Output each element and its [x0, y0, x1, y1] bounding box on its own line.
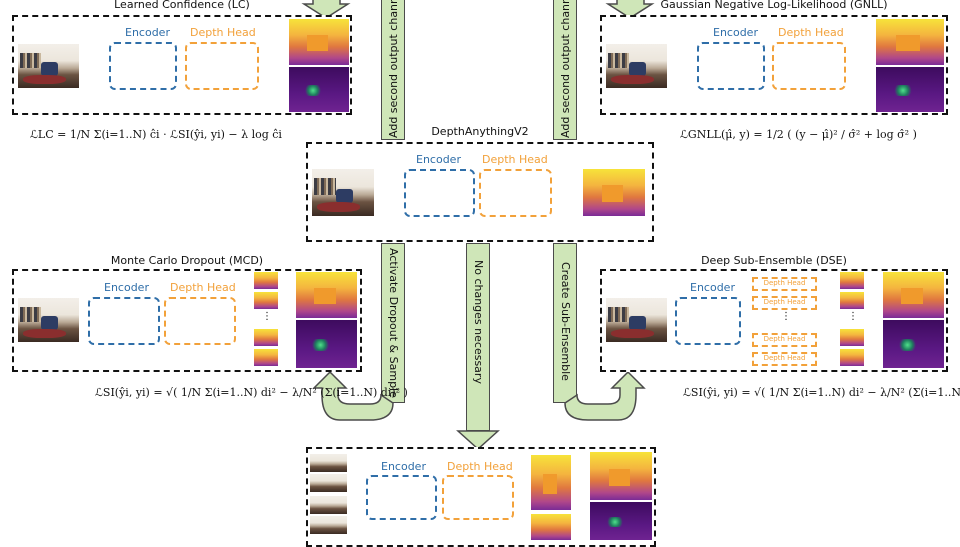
lc-encoder-label: Encoder	[125, 26, 170, 39]
lc-encoder-box	[109, 42, 177, 90]
dse-uncertainty-map	[883, 320, 944, 368]
arrow-no-changes-label: No changes necessary	[472, 260, 485, 384]
bottom-depth-map-1	[531, 455, 571, 510]
mcd-encoder-label: Encoder	[104, 281, 149, 294]
mcd-uncertainty-map	[296, 320, 357, 368]
mcd-loss-equation: ℒSI(ŷi, yi) = √( 1/N Σ(i=1..N) di² − λ/N…	[95, 386, 408, 399]
bottom-depth-map-2	[531, 514, 571, 540]
lc-confidence-map	[289, 67, 349, 112]
arrow-add-channel-right	[553, 0, 577, 140]
arrow-add-channel-left-label: Add second output channel	[387, 0, 400, 138]
bottom-encoder-label: Encoder	[381, 460, 426, 473]
center-depth-head-box	[479, 169, 552, 217]
dse-depth-head-4: Depth Head	[752, 352, 817, 366]
gnll-depth-head-label: Depth Head	[778, 26, 844, 39]
bottom-encoder-box	[366, 475, 437, 520]
center-encoder-box	[404, 169, 475, 217]
mcd-sample-3	[254, 329, 278, 346]
mcd-sample-2	[254, 292, 278, 309]
dse-title: Deep Sub-Ensemble (DSE)	[701, 254, 847, 267]
dse-encoder-label: Encoder	[690, 281, 735, 294]
dse-encoder-box	[675, 297, 741, 345]
arrow-add-channel-right-label: Add second output channel	[559, 0, 572, 138]
mcd-input-image	[18, 298, 79, 342]
gnll-depth-head-box	[772, 42, 846, 90]
bottom-input-image-1	[310, 454, 347, 472]
bottom-depth-head-box	[442, 475, 514, 520]
bottom-depth-head-label: Depth Head	[447, 460, 513, 473]
mcd-sample-4	[254, 349, 278, 366]
arrow-create-subensemble-label: Create Sub-Ensemble	[559, 262, 572, 381]
mcd-depth-head-box	[164, 297, 236, 345]
dse-mean-map	[883, 272, 944, 318]
lc-title: Learned Confidence (LC)	[114, 0, 250, 11]
bottom-input-image-4	[310, 516, 347, 534]
mcd-mean-map	[296, 272, 357, 318]
gnll-loss-equation: ℒGNLL(μ̂, y) = 1/2 ( (y − μ̂)² / σ̂² + l…	[680, 128, 917, 141]
arrow-add-channel-left	[381, 0, 405, 140]
center-input-image	[312, 169, 374, 216]
lc-depth-head-label: Depth Head	[190, 26, 256, 39]
lc-depth-head-box	[185, 42, 259, 90]
gnll-input-image	[606, 44, 667, 88]
mcd-depth-head-label: Depth Head	[170, 281, 236, 294]
lc-input-image	[18, 44, 79, 88]
center-encoder-label: Encoder	[416, 153, 461, 166]
mcd-encoder-box	[88, 297, 160, 345]
bottom-input-image-2	[310, 474, 347, 492]
bottom-mean-map	[590, 452, 652, 500]
center-title: DepthAnythingV2	[431, 125, 529, 138]
dse-sample-2	[840, 292, 864, 309]
mcd-sample-1	[254, 272, 278, 289]
dse-depth-head-1: Depth Head	[752, 277, 817, 291]
lc-depth-map	[289, 19, 349, 65]
bottom-uncertainty-map	[590, 502, 652, 540]
dse-sample-3	[840, 329, 864, 346]
lc-loss-equation: ℒLC = 1/N Σ(i=1..N) ĉi · ℒSI(ŷi, yi) − λ…	[30, 128, 282, 141]
gnll-title: Gaussian Negative Log-Likelihood (GNLL)	[660, 0, 888, 11]
dse-depth-head-2: Depth Head	[752, 296, 817, 310]
gnll-encoder-box	[697, 42, 765, 90]
arrow-no-changes	[466, 243, 490, 431]
gnll-variance-map	[876, 67, 944, 112]
center-depth-map	[583, 169, 645, 216]
dse-loss-equation: ℒSI(ŷi, yi) = √( 1/N Σ(i=1..N) di² − λ/N…	[683, 386, 960, 399]
dse-ellipsis-samples: ⋮	[848, 311, 858, 322]
dse-input-image	[606, 298, 667, 342]
dse-ellipsis-heads: ⋮	[781, 311, 791, 322]
gnll-encoder-label: Encoder	[713, 26, 758, 39]
gnll-depth-map	[876, 19, 944, 65]
dse-sample-4	[840, 349, 864, 366]
center-depth-head-label: Depth Head	[482, 153, 548, 166]
mcd-ellipsis: ⋮	[262, 311, 272, 322]
dse-depth-head-3: Depth Head	[752, 333, 817, 347]
bottom-input-image-3	[310, 496, 347, 514]
arrow-activate-dropout-label: Activate Dropout & Sample	[387, 248, 400, 398]
dse-sample-1	[840, 272, 864, 289]
mcd-title: Monte Carlo Dropout (MCD)	[110, 254, 264, 267]
